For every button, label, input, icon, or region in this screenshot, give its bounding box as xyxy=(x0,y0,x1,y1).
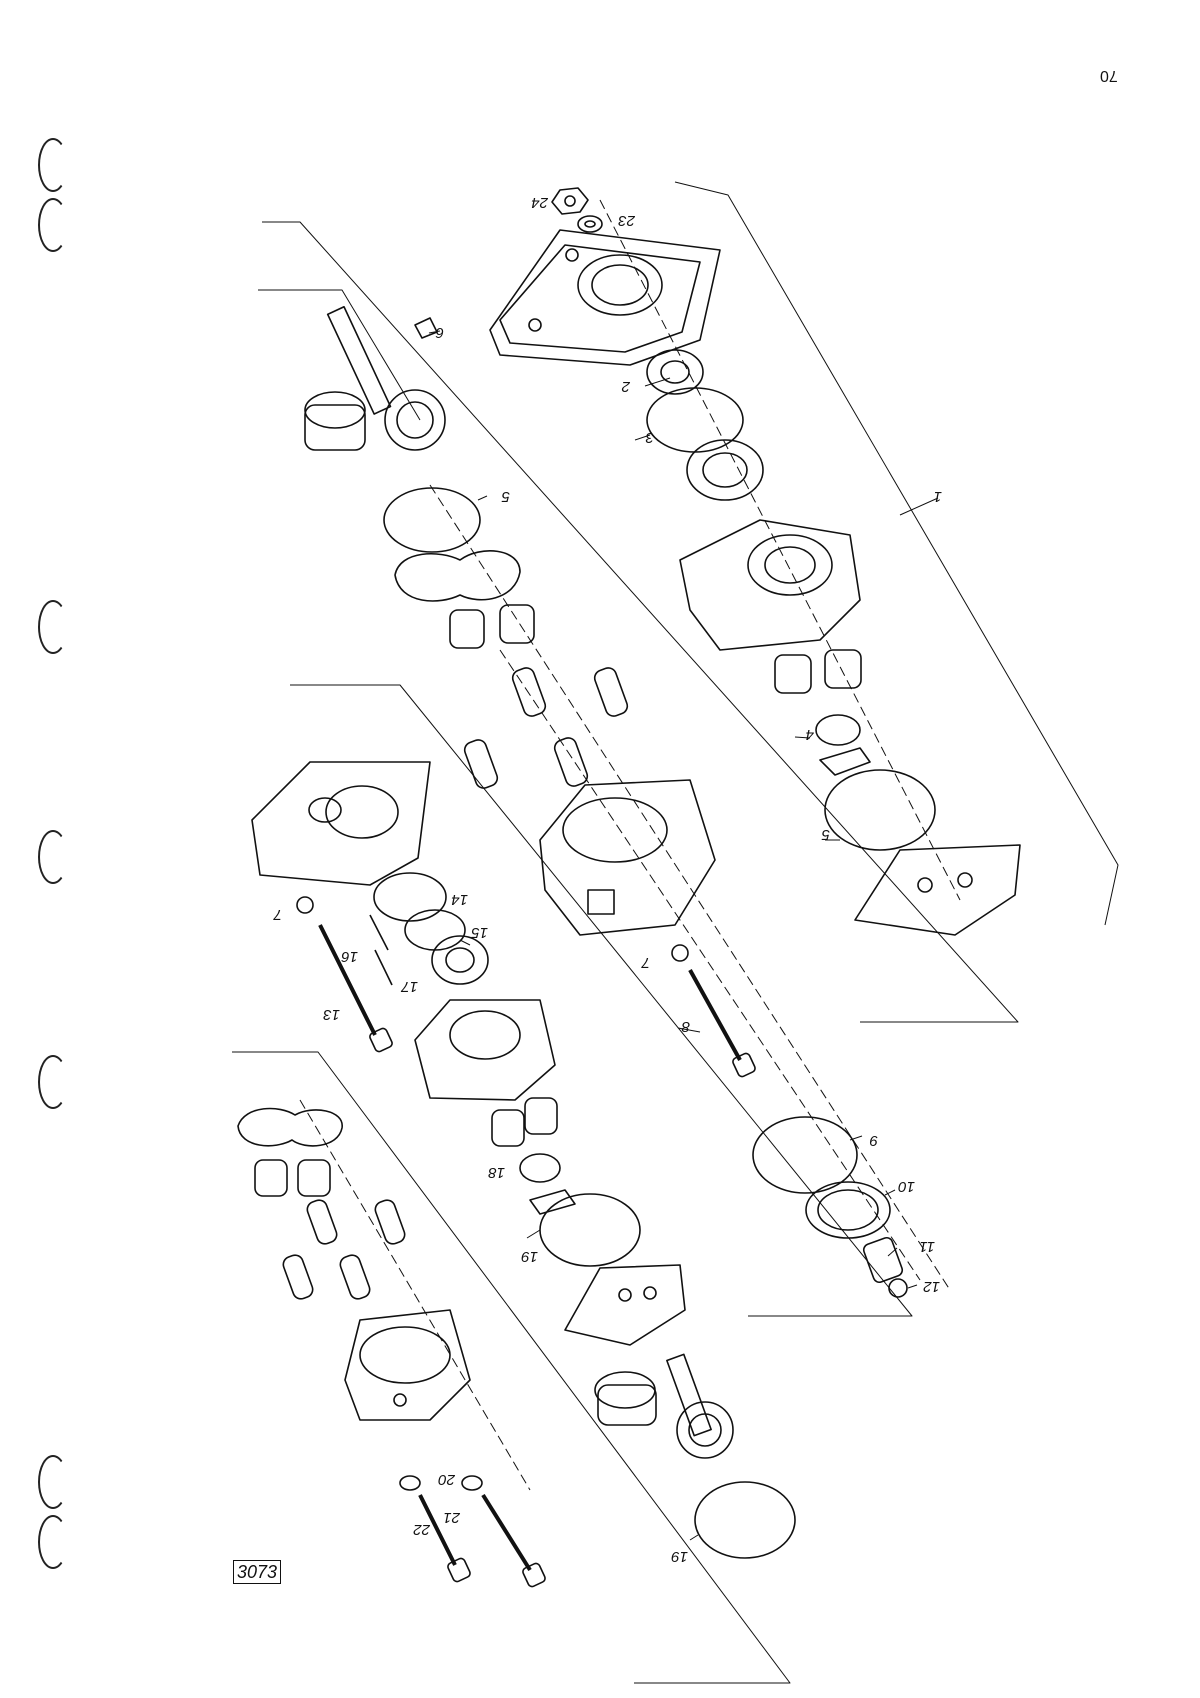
callout-5-right: 5 xyxy=(821,826,830,843)
part-7-circlip-right xyxy=(671,944,689,962)
guide-1 xyxy=(429,484,951,1291)
part-1-housing xyxy=(679,519,861,651)
callout-7-left: 7 xyxy=(273,906,282,923)
second-pump-cover xyxy=(414,999,556,1101)
middle-wear-plate xyxy=(564,1264,686,1346)
binder-hole-2 xyxy=(38,198,68,252)
port-plate xyxy=(251,761,431,886)
part-11-bushing xyxy=(862,1236,904,1284)
callout-13: 13 xyxy=(323,1006,340,1023)
callout-1: 1 xyxy=(934,488,942,505)
guide-2 xyxy=(499,649,921,1281)
binder-hole-3 xyxy=(38,600,68,654)
driven-shaft-gear xyxy=(594,1353,734,1459)
callout-19-lower: 19 xyxy=(671,1548,688,1565)
bracket-lower xyxy=(232,1051,791,1684)
part-9-o-ring xyxy=(752,1116,858,1194)
part-2-seal xyxy=(646,349,704,395)
callout-4: 4 xyxy=(806,726,814,743)
part-15-retaining-ring xyxy=(404,909,466,951)
part-12-circlip xyxy=(888,1278,908,1298)
part-7-circlip-left xyxy=(296,896,314,914)
part-3-o-ring xyxy=(646,387,744,453)
callout-12: 12 xyxy=(923,1278,940,1295)
callout-8: 8 xyxy=(681,1018,690,1035)
housing-bushings xyxy=(774,649,862,694)
binder-hole-1 xyxy=(38,138,68,192)
part-6-key xyxy=(414,317,438,339)
binder-hole-6 xyxy=(38,1455,68,1509)
callout-23: 23 xyxy=(618,212,636,229)
part-16-screws xyxy=(369,914,393,986)
callout-17: 17 xyxy=(401,978,418,995)
callout-9: 9 xyxy=(869,1132,878,1149)
callout-21: 21 xyxy=(443,1509,461,1526)
part-23-washer xyxy=(577,215,603,233)
drive-shaft-gear xyxy=(304,305,446,451)
bracket-upper-left xyxy=(262,221,1019,1023)
bracket-shaft xyxy=(258,289,421,421)
callout-19-upper: 19 xyxy=(521,1248,538,1265)
center-pump-body xyxy=(539,779,716,936)
part-13-bolt xyxy=(318,924,393,1053)
bearing xyxy=(686,439,764,501)
callout-24: 24 xyxy=(531,194,549,211)
callout-10: 10 xyxy=(898,1178,915,1195)
part-5-o-ring-right xyxy=(824,769,936,851)
callout-7-right: 7 xyxy=(641,954,650,971)
wear-plate-right xyxy=(854,844,1021,936)
callout-22: 22 xyxy=(413,1521,431,1538)
callout-3: 3 xyxy=(645,429,654,446)
lower-wear-plate xyxy=(237,1107,343,1147)
binder-hole-5 xyxy=(38,1055,68,1109)
callout-16: 16 xyxy=(341,948,358,965)
bracket-middle xyxy=(290,684,913,1317)
guide-4 xyxy=(299,1099,531,1491)
callout-20: 20 xyxy=(438,1471,456,1488)
part-8-bolt xyxy=(688,969,756,1078)
part-21-bolt xyxy=(481,1493,546,1588)
binder-hole-4 xyxy=(38,830,68,884)
callout-18: 18 xyxy=(488,1164,505,1181)
seal-plate xyxy=(819,747,871,776)
part-14-o-ring xyxy=(373,872,447,922)
part-24-nut xyxy=(551,187,589,215)
part-22-bolt xyxy=(418,1494,471,1583)
part-19-o-ring-lower xyxy=(694,1481,796,1559)
part-17-bearing xyxy=(431,935,489,985)
leader-lines xyxy=(428,330,939,1541)
part-10-sleeve xyxy=(805,1181,891,1239)
dowel-pins-upper xyxy=(463,667,629,789)
lower-bushings xyxy=(254,1159,331,1197)
callout-6: 6 xyxy=(435,324,444,341)
callout-11: 11 xyxy=(919,1238,935,1255)
callout-labels: 1 2 3 4 5 5 6 7 7 8 9 10 11 12 13 14 15 … xyxy=(273,194,942,1565)
callout-15: 15 xyxy=(471,924,488,941)
rear-pump-body xyxy=(344,1309,471,1421)
part-4-o-ring xyxy=(815,714,861,746)
wear-plate-upper xyxy=(394,550,521,602)
end-cover-plate xyxy=(489,229,721,366)
callout-5-left: 5 xyxy=(501,488,510,505)
part-5-o-ring-left xyxy=(383,487,481,553)
bracket-main-1 xyxy=(674,181,1119,926)
upper-bushings xyxy=(449,604,535,649)
middle-bushings xyxy=(491,1097,558,1147)
binder-hole-7 xyxy=(38,1515,68,1569)
dowel-pins-lower xyxy=(282,1199,406,1300)
middle-seal-plate xyxy=(529,1189,576,1215)
guide-3 xyxy=(599,199,961,901)
callout-2: 2 xyxy=(621,378,631,395)
figure-id: 3073 xyxy=(233,1560,282,1584)
part-19-o-ring-upper xyxy=(539,1193,641,1267)
callout-14: 14 xyxy=(451,891,468,908)
part-18-o-ring xyxy=(519,1153,561,1183)
part-20-washers xyxy=(399,1475,483,1491)
